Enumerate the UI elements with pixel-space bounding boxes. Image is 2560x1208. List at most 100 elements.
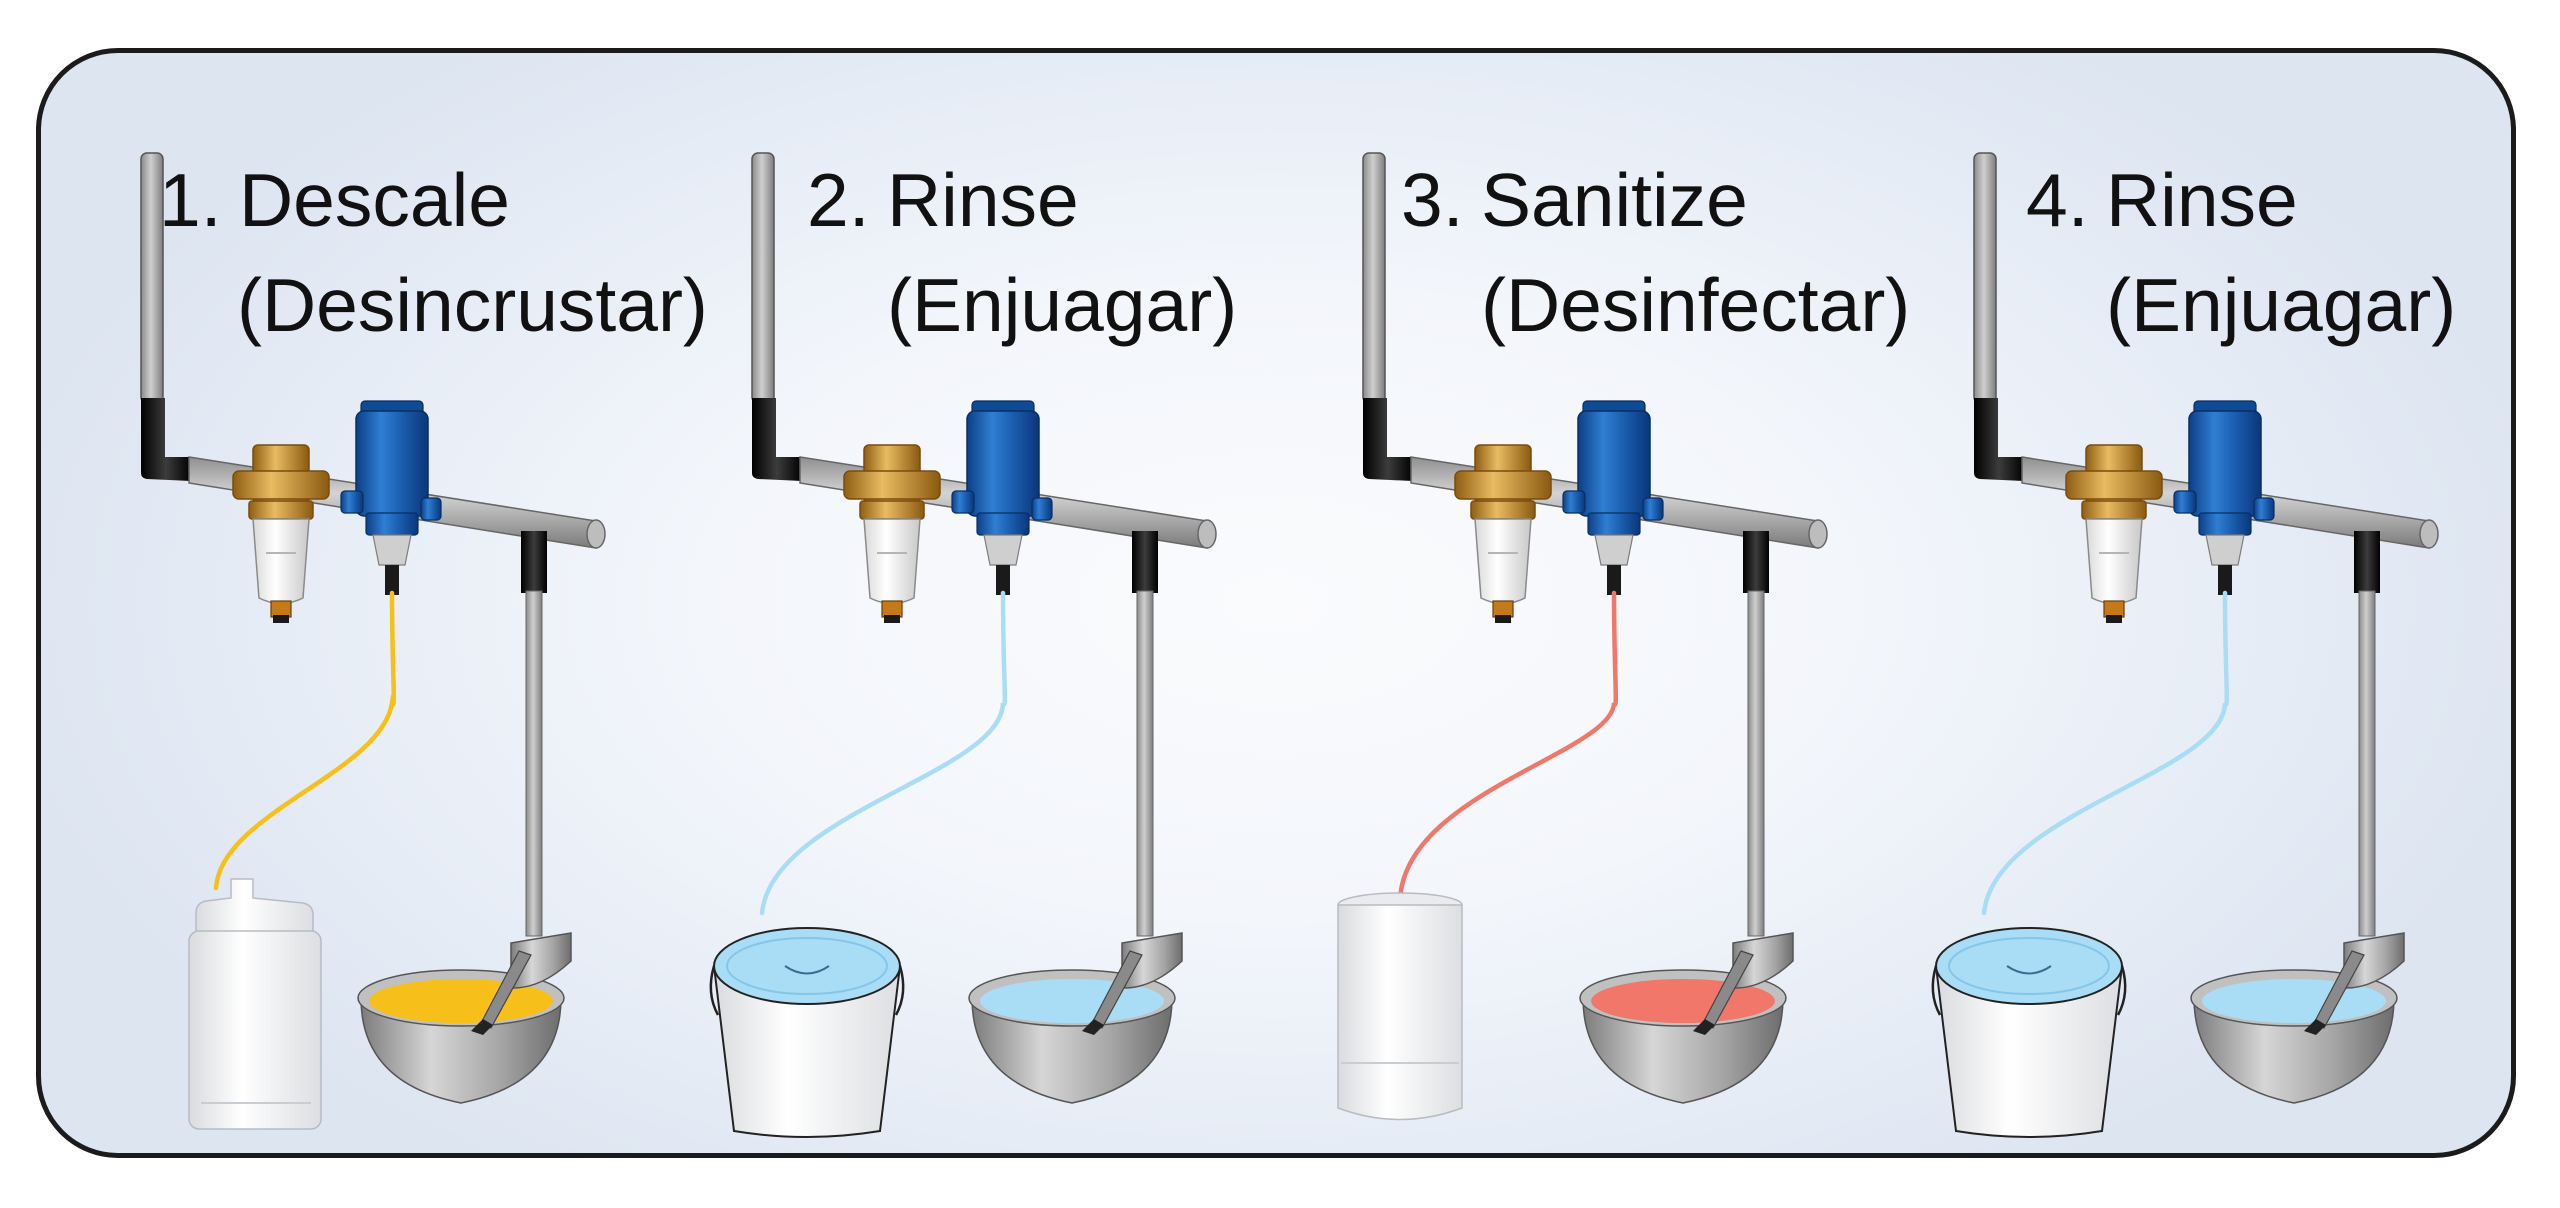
bucket-splash-icon	[784, 965, 830, 975]
filter-bowl-icon	[1474, 518, 1532, 605]
filter-bowl-icon	[863, 518, 921, 605]
bowl-nipple-icon	[1082, 1019, 1104, 1035]
filter-fitting-icon	[843, 470, 941, 500]
step-2-title: Rinse	[887, 158, 1079, 242]
filter-fitting-icon	[232, 470, 330, 500]
drinker-pipe-icon	[1136, 590, 1154, 937]
pipe-icon	[1362, 152, 1386, 404]
pipe-icon	[751, 152, 775, 404]
pipe-end-icon	[586, 519, 606, 549]
pump-fitting-icon	[996, 565, 1010, 595]
pump-inlet-icon	[951, 490, 975, 514]
water-bowl-icon	[360, 997, 562, 1104]
dosing-pump-icon	[355, 410, 429, 517]
step-3-title: Sanitize	[1481, 158, 1748, 242]
filter-collar-icon	[248, 500, 314, 520]
pipe-icon	[1973, 152, 1997, 404]
filter-collar-icon	[1470, 500, 1536, 520]
filter-valve-icon	[1492, 600, 1514, 618]
bucket-ripple-icon	[726, 937, 888, 995]
dosing-pump-icon	[966, 410, 1040, 517]
pump-outlet-icon	[1642, 497, 1664, 521]
hose-icon	[1397, 590, 1619, 904]
pump-base-icon	[976, 512, 1030, 536]
drinker-pipe-icon	[525, 590, 543, 937]
pump-inlet-icon	[1562, 490, 1586, 514]
filter-valve-icon	[2103, 600, 2125, 618]
step-4-title: Rinse	[2106, 158, 2298, 242]
step-3-number: 3.	[1401, 158, 1464, 242]
filter-cap-icon	[1495, 615, 1511, 623]
step-2-subtitle: (Enjuagar)	[887, 263, 1238, 347]
pump-fitting-icon	[2218, 565, 2232, 595]
step-2-number: 2.	[807, 158, 870, 242]
pipe-end-icon	[2419, 519, 2439, 549]
filter-collar-icon	[859, 500, 925, 520]
bucket-ripple-icon	[1948, 937, 2110, 995]
bowl-nipple-icon	[1693, 1019, 1715, 1035]
pump-injector-icon	[2205, 534, 2245, 566]
step-4-illustration	[1931, 152, 2439, 1138]
bucket-icon	[712, 965, 902, 1138]
bucket-water-icon	[713, 927, 901, 1005]
step-1-subtitle: (Desincrustar)	[237, 263, 708, 347]
filter-bowl-icon	[252, 518, 310, 605]
step-4-number: 4.	[2026, 158, 2089, 242]
pump-inlet-icon	[2173, 490, 2197, 514]
pump-base-icon	[2198, 512, 2252, 536]
drinker-pipe-icon	[2358, 590, 2376, 937]
filter-fitting-icon	[2065, 470, 2163, 500]
pipe-end-icon	[1197, 519, 1217, 549]
hose-icon	[759, 590, 1008, 916]
dosing-pump-icon	[1577, 410, 1651, 517]
step-1-number: 1.	[159, 158, 222, 242]
jug-icon	[195, 878, 314, 939]
pipe-elbow-icon	[1974, 398, 2024, 481]
pipe-elbow-icon	[141, 398, 191, 481]
pipe-end-icon	[1808, 519, 1828, 549]
step-3-illustration	[1337, 152, 1828, 1121]
step-3-subtitle: (Desinfectar)	[1481, 263, 1911, 347]
bowl-nipple-icon	[2304, 1019, 2326, 1035]
step-1-illustration	[140, 152, 606, 1130]
step-2-illustration	[709, 152, 1217, 1138]
pump-outlet-icon	[420, 497, 442, 521]
dosing-pump-icon	[2188, 410, 2262, 517]
jug-body-icon	[188, 930, 322, 1130]
drinker-connector-icon	[2354, 531, 2380, 593]
water-bowl-icon	[2193, 997, 2395, 1104]
water-bowl-icon	[971, 997, 1173, 1104]
pump-outlet-icon	[1031, 497, 1053, 521]
filter-fitting-icon	[1454, 470, 1552, 500]
diagram-frame: 1.Descale(Desincrustar)2.Rinse(Enjuagar)…	[36, 48, 2516, 1158]
bucket-icon	[1934, 965, 2124, 1138]
pump-injector-icon	[372, 534, 412, 566]
bucket-splash-icon	[2006, 965, 2052, 975]
bucket-handle-left-icon	[709, 965, 720, 1016]
pipe-elbow-icon	[1363, 398, 1413, 481]
step-1-title: Descale	[239, 158, 510, 242]
tub-icon	[1337, 904, 1463, 1121]
bowl-nipple-icon	[471, 1019, 493, 1035]
pump-base-icon	[365, 512, 419, 536]
filter-valve-icon	[270, 600, 292, 618]
filter-cap-icon	[884, 615, 900, 623]
filter-cap-icon	[273, 615, 289, 623]
drinker-connector-icon	[1132, 531, 1158, 593]
bucket-water-icon	[1935, 927, 2123, 1005]
pump-injector-icon	[983, 534, 1023, 566]
filter-collar-icon	[2081, 500, 2147, 520]
pump-base-icon	[1587, 512, 1641, 536]
cleaning-steps-scene	[140, 152, 2439, 1138]
pump-inlet-icon	[340, 490, 364, 514]
filter-valve-icon	[881, 600, 903, 618]
bucket-handle-right-icon	[894, 965, 905, 1016]
hose-icon	[1981, 590, 2230, 916]
hose-icon	[213, 590, 397, 891]
pump-fitting-icon	[385, 565, 399, 595]
pump-fitting-icon	[1607, 565, 1621, 595]
step-4-subtitle: (Enjuagar)	[2106, 263, 2457, 347]
pump-outlet-icon	[2253, 497, 2275, 521]
water-bowl-icon	[1582, 997, 1784, 1104]
